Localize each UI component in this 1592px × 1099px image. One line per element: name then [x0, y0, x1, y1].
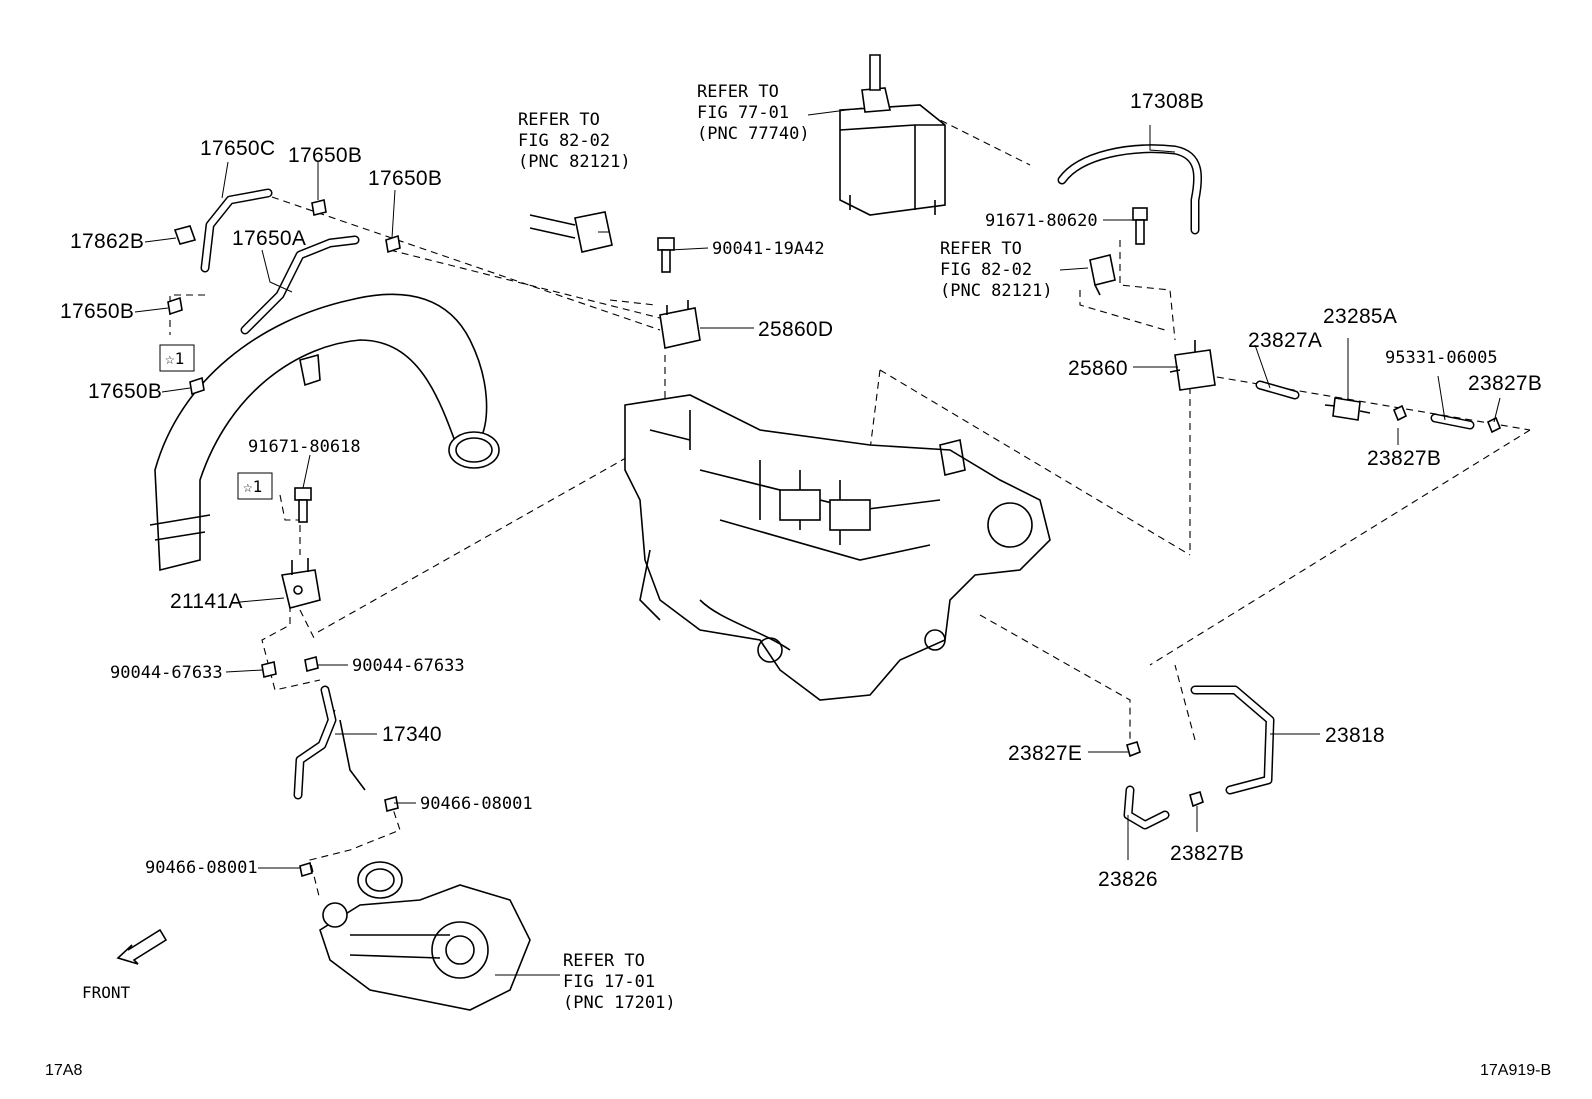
part-labels: 17650C 17650B 17650B 17862B 17650A 17650… [45, 90, 1551, 1079]
clip-17862b [173, 225, 197, 245]
ref-line: FIG 82-02 [518, 131, 610, 151]
ref-line: (PNC 82121) [518, 152, 631, 172]
label-23827b-low: 23827B [1170, 842, 1244, 865]
star1-box-b [237, 472, 273, 500]
ref-line: (PNC 82121) [940, 281, 1053, 301]
clip-17650b-top [311, 199, 327, 216]
hose-23827a [1255, 380, 1300, 400]
refer-to-fig-82-02-right: REFER TO FIG 82-02 (PNC 82121) [940, 239, 1053, 301]
clip-90466-right [384, 795, 399, 813]
label-90466-right: 90466-08001 [420, 794, 533, 814]
bolt-90041 [657, 237, 675, 273]
refer-to-fig-82-02-left: REFER TO FIG 82-02 (PNC 82121) [518, 110, 631, 172]
clip-23827e [1126, 741, 1141, 758]
clip-23827b-b [1486, 416, 1502, 434]
connector-right [1089, 254, 1116, 296]
hose-17650a [240, 235, 360, 335]
ref-line: FIG 77-01 [697, 103, 789, 123]
clip-23827b-a [1392, 404, 1408, 422]
ref-line: REFER TO [518, 110, 600, 130]
ref-line: FIG 17-01 [563, 972, 655, 992]
label-17650b-low: 17650B [88, 380, 162, 403]
ref-line: REFER TO [940, 239, 1022, 259]
label-90466-left: 90466-08001 [145, 858, 258, 878]
clip-17650b-low [189, 376, 205, 396]
label-17862b: 17862B [70, 230, 144, 253]
ref-line: FIG 82-02 [940, 260, 1032, 280]
refer-to-fig-77-01: REFER TO FIG 77-01 (PNC 77740) [697, 82, 810, 144]
code-right: 17A919-B [1480, 1062, 1551, 1079]
hose-17340 [293, 685, 366, 800]
intake-pipe [149, 293, 500, 572]
label-23818: 23818 [1325, 724, 1385, 747]
label-90041-19a42: 90041-19A42 [712, 239, 825, 259]
clip-17650b-mid [385, 234, 401, 254]
label-90044-right: 90044-67633 [352, 656, 465, 676]
turbocharger [319, 861, 531, 1011]
charcoal-canister [839, 54, 946, 216]
label-17650b-mid: 17650B [368, 167, 442, 190]
label-23827b-mid: 23827B [1367, 447, 1441, 470]
bolt-91671-80620 [1132, 207, 1148, 245]
star1-box-a [159, 344, 195, 372]
hose-23826 [1123, 785, 1170, 830]
label-25860d: 25860D [758, 318, 833, 341]
label-17340: 17340 [382, 723, 442, 746]
label-21141a: 21141A [170, 590, 243, 613]
clip-23827b-c [1189, 791, 1204, 808]
code-left: 17A8 [45, 1062, 82, 1079]
vsv-25860 [1169, 340, 1216, 391]
label-90044-left: 90044-67633 [110, 663, 223, 683]
front-arrow-icon [116, 928, 168, 965]
star1-text-a: ☆1 [165, 349, 184, 368]
label-17650b-top: 17650B [288, 144, 362, 167]
leader-lines [134, 107, 1501, 976]
label-23826: 23826 [1098, 868, 1158, 891]
label-17650c: 17650C [200, 137, 275, 160]
label-23827b-right: 23827B [1468, 372, 1542, 395]
ref-line: (PNC 77740) [697, 124, 810, 144]
label-91671-80618: 91671-80618 [248, 437, 361, 457]
pipe-23818 [1190, 685, 1275, 795]
hose-95331 [1430, 413, 1475, 430]
label-23827e: 23827E [1008, 742, 1082, 765]
ref-line: REFER TO [697, 82, 779, 102]
bolt-91671-80618 [294, 487, 312, 523]
clip-90466-left [299, 861, 313, 878]
label-17650a: 17650A [232, 227, 306, 250]
sensor-25860d [659, 300, 701, 349]
label-17308b: 17308B [1130, 90, 1204, 113]
clip-17650b-left [167, 296, 183, 316]
bracket-21141a [281, 558, 321, 609]
hose-17650c [200, 188, 273, 273]
clip-90044-right [304, 655, 319, 673]
engine-block [624, 394, 1051, 701]
hose-17308b [1057, 144, 1203, 235]
label-17650b-left: 17650B [60, 300, 134, 323]
label-23827a: 23827A [1248, 329, 1322, 352]
refer-to-fig-17-01: REFER TO FIG 17-01 (PNC 17201) [563, 951, 676, 1013]
ref-line: REFER TO [563, 951, 645, 971]
ref-line: (PNC 17201) [563, 993, 676, 1013]
label-23285a: 23285A [1323, 305, 1397, 328]
filter-23285a [1324, 397, 1371, 421]
label-91671-80620: 91671-80620 [985, 211, 1098, 231]
star1-text-b: ☆1 [243, 477, 262, 496]
label-25860: 25860 [1068, 357, 1128, 380]
clip-90044-left [261, 661, 277, 678]
label-front: FRONT [82, 983, 131, 1002]
connector-left [529, 211, 613, 253]
label-95331-06005: 95331-06005 [1385, 348, 1498, 368]
